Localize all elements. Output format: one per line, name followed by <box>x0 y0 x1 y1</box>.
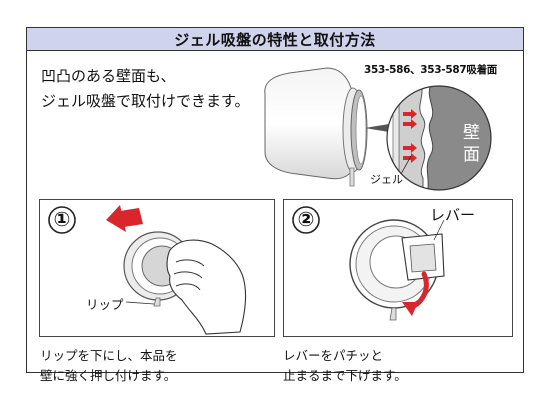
step-2-number: ② <box>297 207 315 231</box>
step-2-caption: レバーをパチッと 止まるまで下げます。 <box>283 346 407 386</box>
step-2-line-1: レバーをパチッと <box>283 348 384 363</box>
step-2-line-2: 止まるまで下げます。 <box>283 368 407 383</box>
gel-leader-line <box>400 155 412 175</box>
wall-label-2: 面 <box>463 145 480 165</box>
hand <box>166 239 247 335</box>
step-1-panel: ① リップ <box>39 199 275 337</box>
diagram-frame: ジェル吸盤の特性と取付方法 凹凸のある壁面も、 ジェル吸盤で取付けできます。 3… <box>26 27 524 383</box>
step-1-caption: リップを下にし、本品を 壁に強く押し付けます。 <box>40 346 178 386</box>
zoom-detail <box>387 86 491 190</box>
gel-label: ジェル <box>370 173 403 186</box>
diagram-title: ジェル吸盤の特性と取付方法 <box>174 30 376 49</box>
wall-surface <box>426 86 491 190</box>
intro-line-2: ジェル吸盤で取付けできます。 <box>41 92 250 110</box>
zoom-pointer <box>365 124 389 132</box>
step-2-panel: ② レバー <box>283 199 513 337</box>
step-2-illustration <box>292 206 445 321</box>
intro-line-1: 凹凸のある壁面も、 <box>41 67 176 85</box>
suction-cup-body <box>264 67 368 187</box>
suction-cup-illustration <box>264 67 492 191</box>
step-1-line-1: リップを下にし、本品を <box>40 348 178 363</box>
push-arrow <box>106 205 143 232</box>
intro-text: 凹凸のある壁面も、 ジェル吸盤で取付けできます。 <box>41 64 250 114</box>
title-bar: ジェル吸盤の特性と取付方法 <box>27 28 523 51</box>
wall-label-1: 壁 <box>463 123 480 143</box>
step-1-number: ① <box>53 207 71 231</box>
lip-label: リップ <box>86 297 124 312</box>
step-1-illustration <box>48 205 247 335</box>
lever-label: レバー <box>430 206 476 224</box>
step-1-line-2: 壁に強く押し付けます。 <box>40 368 177 383</box>
model-note: 353-586、353-587吸着面 <box>364 64 497 76</box>
